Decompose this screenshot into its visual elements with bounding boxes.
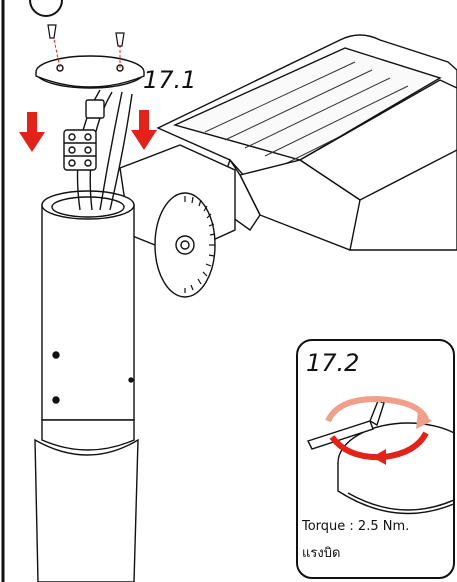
hex-key-icon bbox=[307, 400, 385, 450]
tilt-scale bbox=[184, 196, 216, 293]
step-circle bbox=[29, 0, 63, 17]
terminal-block bbox=[63, 99, 105, 171]
screws bbox=[47, 24, 125, 69]
torque-value-label: Torque : 2.5 Nm. bbox=[302, 519, 410, 534]
screw-head bbox=[337, 422, 453, 515]
step-label-inset: 17.2 bbox=[306, 349, 360, 377]
torque-inset: 17.2 Torque : 2.5 Nm. แรงบิด bbox=[296, 339, 455, 579]
rotate-arrow-icon bbox=[325, 395, 432, 465]
step-label-main: 17.1 bbox=[143, 66, 197, 94]
tilt-knuckle bbox=[119, 144, 236, 298]
torque-thai-label: แรงบิด bbox=[302, 546, 341, 561]
pole bbox=[34, 190, 139, 582]
torque-illustration bbox=[307, 395, 453, 515]
cover-plate bbox=[35, 55, 145, 89]
arrow-down-icon bbox=[19, 110, 157, 152]
